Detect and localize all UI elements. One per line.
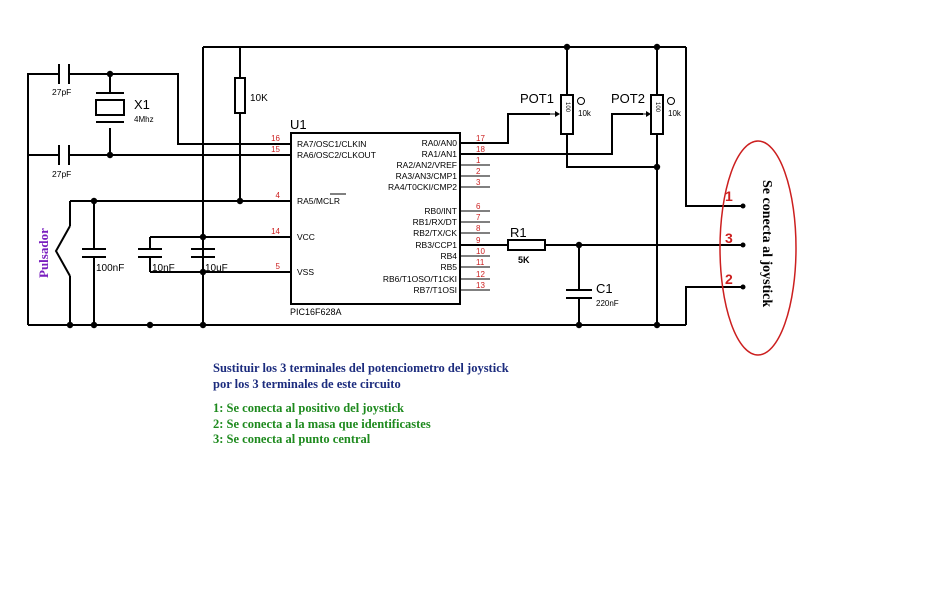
chip-left-pin-name: RA6/OSC2/CLKOUT bbox=[297, 150, 376, 160]
pot1-body-label: 100 bbox=[564, 102, 570, 113]
cap-10nf-label: 10nF bbox=[152, 263, 175, 274]
chip-right-pin-name: RA3/AN3/CMP1 bbox=[396, 171, 458, 181]
chip-ref: U1 bbox=[290, 117, 307, 132]
r1-ref: R1 bbox=[510, 225, 527, 240]
crystal-ref: X1 bbox=[134, 97, 150, 112]
chip-right-pin-number: 3 bbox=[476, 178, 481, 187]
resistor-r1: R1 5K bbox=[507, 225, 546, 265]
chip-left-pin-number: 15 bbox=[271, 145, 280, 154]
pot1-ref: POT1 bbox=[520, 91, 554, 106]
wires bbox=[27, 46, 742, 326]
pot2-body-label: 100 bbox=[654, 102, 660, 113]
junction-dots bbox=[66, 43, 661, 329]
note-item-1: 1: Se conecta al positivo del joystick bbox=[213, 401, 404, 415]
chip-right-pin-name: RB1/RX/DT bbox=[413, 217, 457, 227]
chip-right-pin-name: RA1/AN1 bbox=[422, 149, 458, 159]
pot1-value: 10k bbox=[578, 109, 592, 118]
note-item-3: 3: Se conecta al punto central bbox=[213, 432, 371, 446]
chip-left-pin-number: 14 bbox=[271, 227, 280, 236]
chip-right-pin-number: 1 bbox=[476, 156, 481, 165]
chip-left-pin-name: RA5/MCLR bbox=[297, 196, 340, 206]
chip-left-pin-number: 5 bbox=[276, 262, 281, 271]
potentiometer-pot1: 100 POT1 10k bbox=[520, 91, 592, 135]
chip-right-pin-number: 12 bbox=[476, 270, 485, 279]
chip-right-pin-number: 2 bbox=[476, 167, 481, 176]
chip-right-pin-name: RA4/T0CKI/CMP2 bbox=[388, 182, 457, 192]
chip-u1: U1 PIC16F628A 16RA7/OSC1/CLKIN15RA6/OSC2… bbox=[262, 117, 485, 317]
chip-right-pin-name: RB5 bbox=[440, 262, 457, 272]
chip-right-pin-number: 17 bbox=[476, 134, 485, 143]
cap-100nf-label: 100nF bbox=[96, 263, 124, 274]
capacitor-c1: C1 220nF bbox=[566, 281, 619, 308]
connector-pin-1: 1 bbox=[725, 188, 733, 204]
capacitor-10nf: 10nF bbox=[138, 248, 175, 274]
chip-right-pin-number: 13 bbox=[476, 281, 485, 290]
r1-value: 5K bbox=[518, 255, 530, 265]
crystal-x1: X1 4Mhz bbox=[95, 92, 154, 124]
chip-right-pin-name: RB0/INT bbox=[424, 206, 457, 216]
chip-right-pin-number: 6 bbox=[476, 202, 481, 211]
potentiometer-pot2: 100 POT2 10k bbox=[611, 91, 682, 135]
resistor-10k-label: 10K bbox=[250, 93, 268, 104]
pot2-ref: POT2 bbox=[611, 91, 645, 106]
chip-left-pin-number: 4 bbox=[276, 191, 281, 200]
chip-right-pin-name: RB2/TX/CK bbox=[413, 228, 457, 238]
cap-bottom-label: 27pF bbox=[52, 169, 71, 179]
chip-right-pin-number: 18 bbox=[476, 145, 485, 154]
chip-left-pin-name: VSS bbox=[297, 267, 314, 277]
note-item-2: 2: Se conecta a la masa que identificast… bbox=[213, 416, 431, 431]
connector-ellipse bbox=[719, 140, 797, 356]
crystal-value: 4Mhz bbox=[134, 115, 154, 124]
pushbutton-label: Pulsador bbox=[36, 228, 51, 278]
note-line-2: por los 3 terminales de este circuito bbox=[213, 376, 401, 391]
cap-top-label: 27pF bbox=[52, 87, 71, 97]
joystick-connector: 1 3 2 Se conecta al joystick bbox=[719, 140, 797, 356]
capacitor-100nf: 100nF bbox=[82, 248, 124, 274]
note-line-1: Sustituir los 3 terminales del potenciom… bbox=[213, 361, 509, 375]
c1-value: 220nF bbox=[596, 299, 619, 308]
pot2-value: 10k bbox=[668, 109, 682, 118]
pushbutton: Pulsador bbox=[36, 225, 71, 278]
chip-part: PIC16F628A bbox=[290, 307, 342, 317]
chip-left-pin-number: 16 bbox=[271, 134, 280, 143]
chip-right-pin-name: RA2/AN2/VREF bbox=[397, 160, 457, 170]
chip-left-pin-name: VCC bbox=[297, 232, 315, 242]
chip-right-pin-name: RA0/AN0 bbox=[422, 138, 458, 148]
chip-right-pin-name: RB6/T1OSO/T1CKI bbox=[383, 274, 457, 284]
chip-right-pin-number: 10 bbox=[476, 247, 485, 256]
chip-right-pin-number: 7 bbox=[476, 213, 481, 222]
instruction-notes: Sustituir los 3 terminales del potenciom… bbox=[213, 361, 509, 448]
chip-left-pin-name: RA7/OSC1/CLKIN bbox=[297, 139, 366, 149]
chip-right-pin-number: 8 bbox=[476, 224, 481, 233]
connector-pin-3: 3 bbox=[725, 230, 733, 246]
resistor-10k: 10K bbox=[234, 77, 268, 114]
chip-right-pin-number: 9 bbox=[476, 236, 481, 245]
capacitor-27pf-top: 27pF bbox=[52, 64, 71, 97]
connector-label: Se conecta al joystick bbox=[759, 180, 774, 307]
chip-right-pin-name: RB3/CCP1 bbox=[415, 240, 457, 250]
chip-right-pin-name: RB4 bbox=[440, 251, 457, 261]
capacitor-27pf-bottom: 27pF bbox=[52, 145, 71, 179]
cap-10uf-label: 10uF bbox=[205, 263, 228, 274]
chip-right-pin-number: 11 bbox=[476, 258, 485, 267]
chip-right-pin-name: RB7/T1OSI bbox=[414, 285, 457, 295]
c1-ref: C1 bbox=[596, 281, 613, 296]
capacitor-10uf: 10uF bbox=[191, 248, 228, 274]
connector-pin-2: 2 bbox=[725, 271, 733, 287]
